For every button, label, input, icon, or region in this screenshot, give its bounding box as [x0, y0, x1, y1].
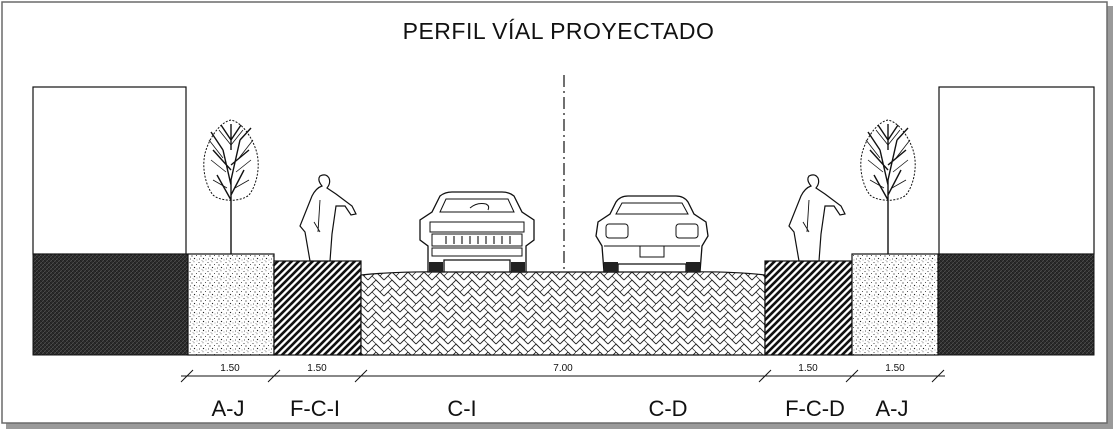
right-fcd-strip: [764, 260, 853, 356]
left-aj-strip: [187, 253, 275, 356]
car-rear-icon: [595, 195, 709, 273]
pedestrian-icon: [788, 174, 846, 262]
building-icon: [938, 86, 1095, 255]
building-icon: [32, 86, 187, 255]
car-front-icon: [419, 191, 535, 273]
dimension-left-aj: 1.50: [220, 363, 240, 374]
dimension-right-aj: 1.50: [885, 363, 905, 374]
label-right-fcd: F-C-D: [785, 396, 845, 421]
road-pavement: [360, 271, 766, 356]
label-cd: C-D: [648, 396, 688, 421]
dimension-left-fci: 1.50: [307, 363, 327, 374]
label-left-aj: A-J: [211, 396, 245, 421]
label-right-aj: A-J: [875, 396, 909, 421]
dimension-line: [180, 369, 945, 383]
right-building-base: [936, 253, 1095, 356]
dimension-road: 7.00: [553, 363, 573, 374]
label-left-fci: F-C-I: [289, 396, 341, 421]
left-building: [32, 86, 189, 356]
right-aj-strip: [851, 253, 939, 356]
tree-icon: [860, 119, 916, 254]
diagram-title: PERFIL VÍAL PROYECTADO: [402, 18, 715, 44]
dimension-right-fcd: 1.50: [798, 363, 818, 374]
tree-icon: [203, 119, 259, 254]
left-building-base: [32, 253, 189, 356]
label-ci: C-I: [447, 396, 477, 421]
left-fci-strip: [273, 260, 362, 356]
pedestrian-icon: [299, 174, 357, 262]
right-building: [936, 86, 1095, 356]
